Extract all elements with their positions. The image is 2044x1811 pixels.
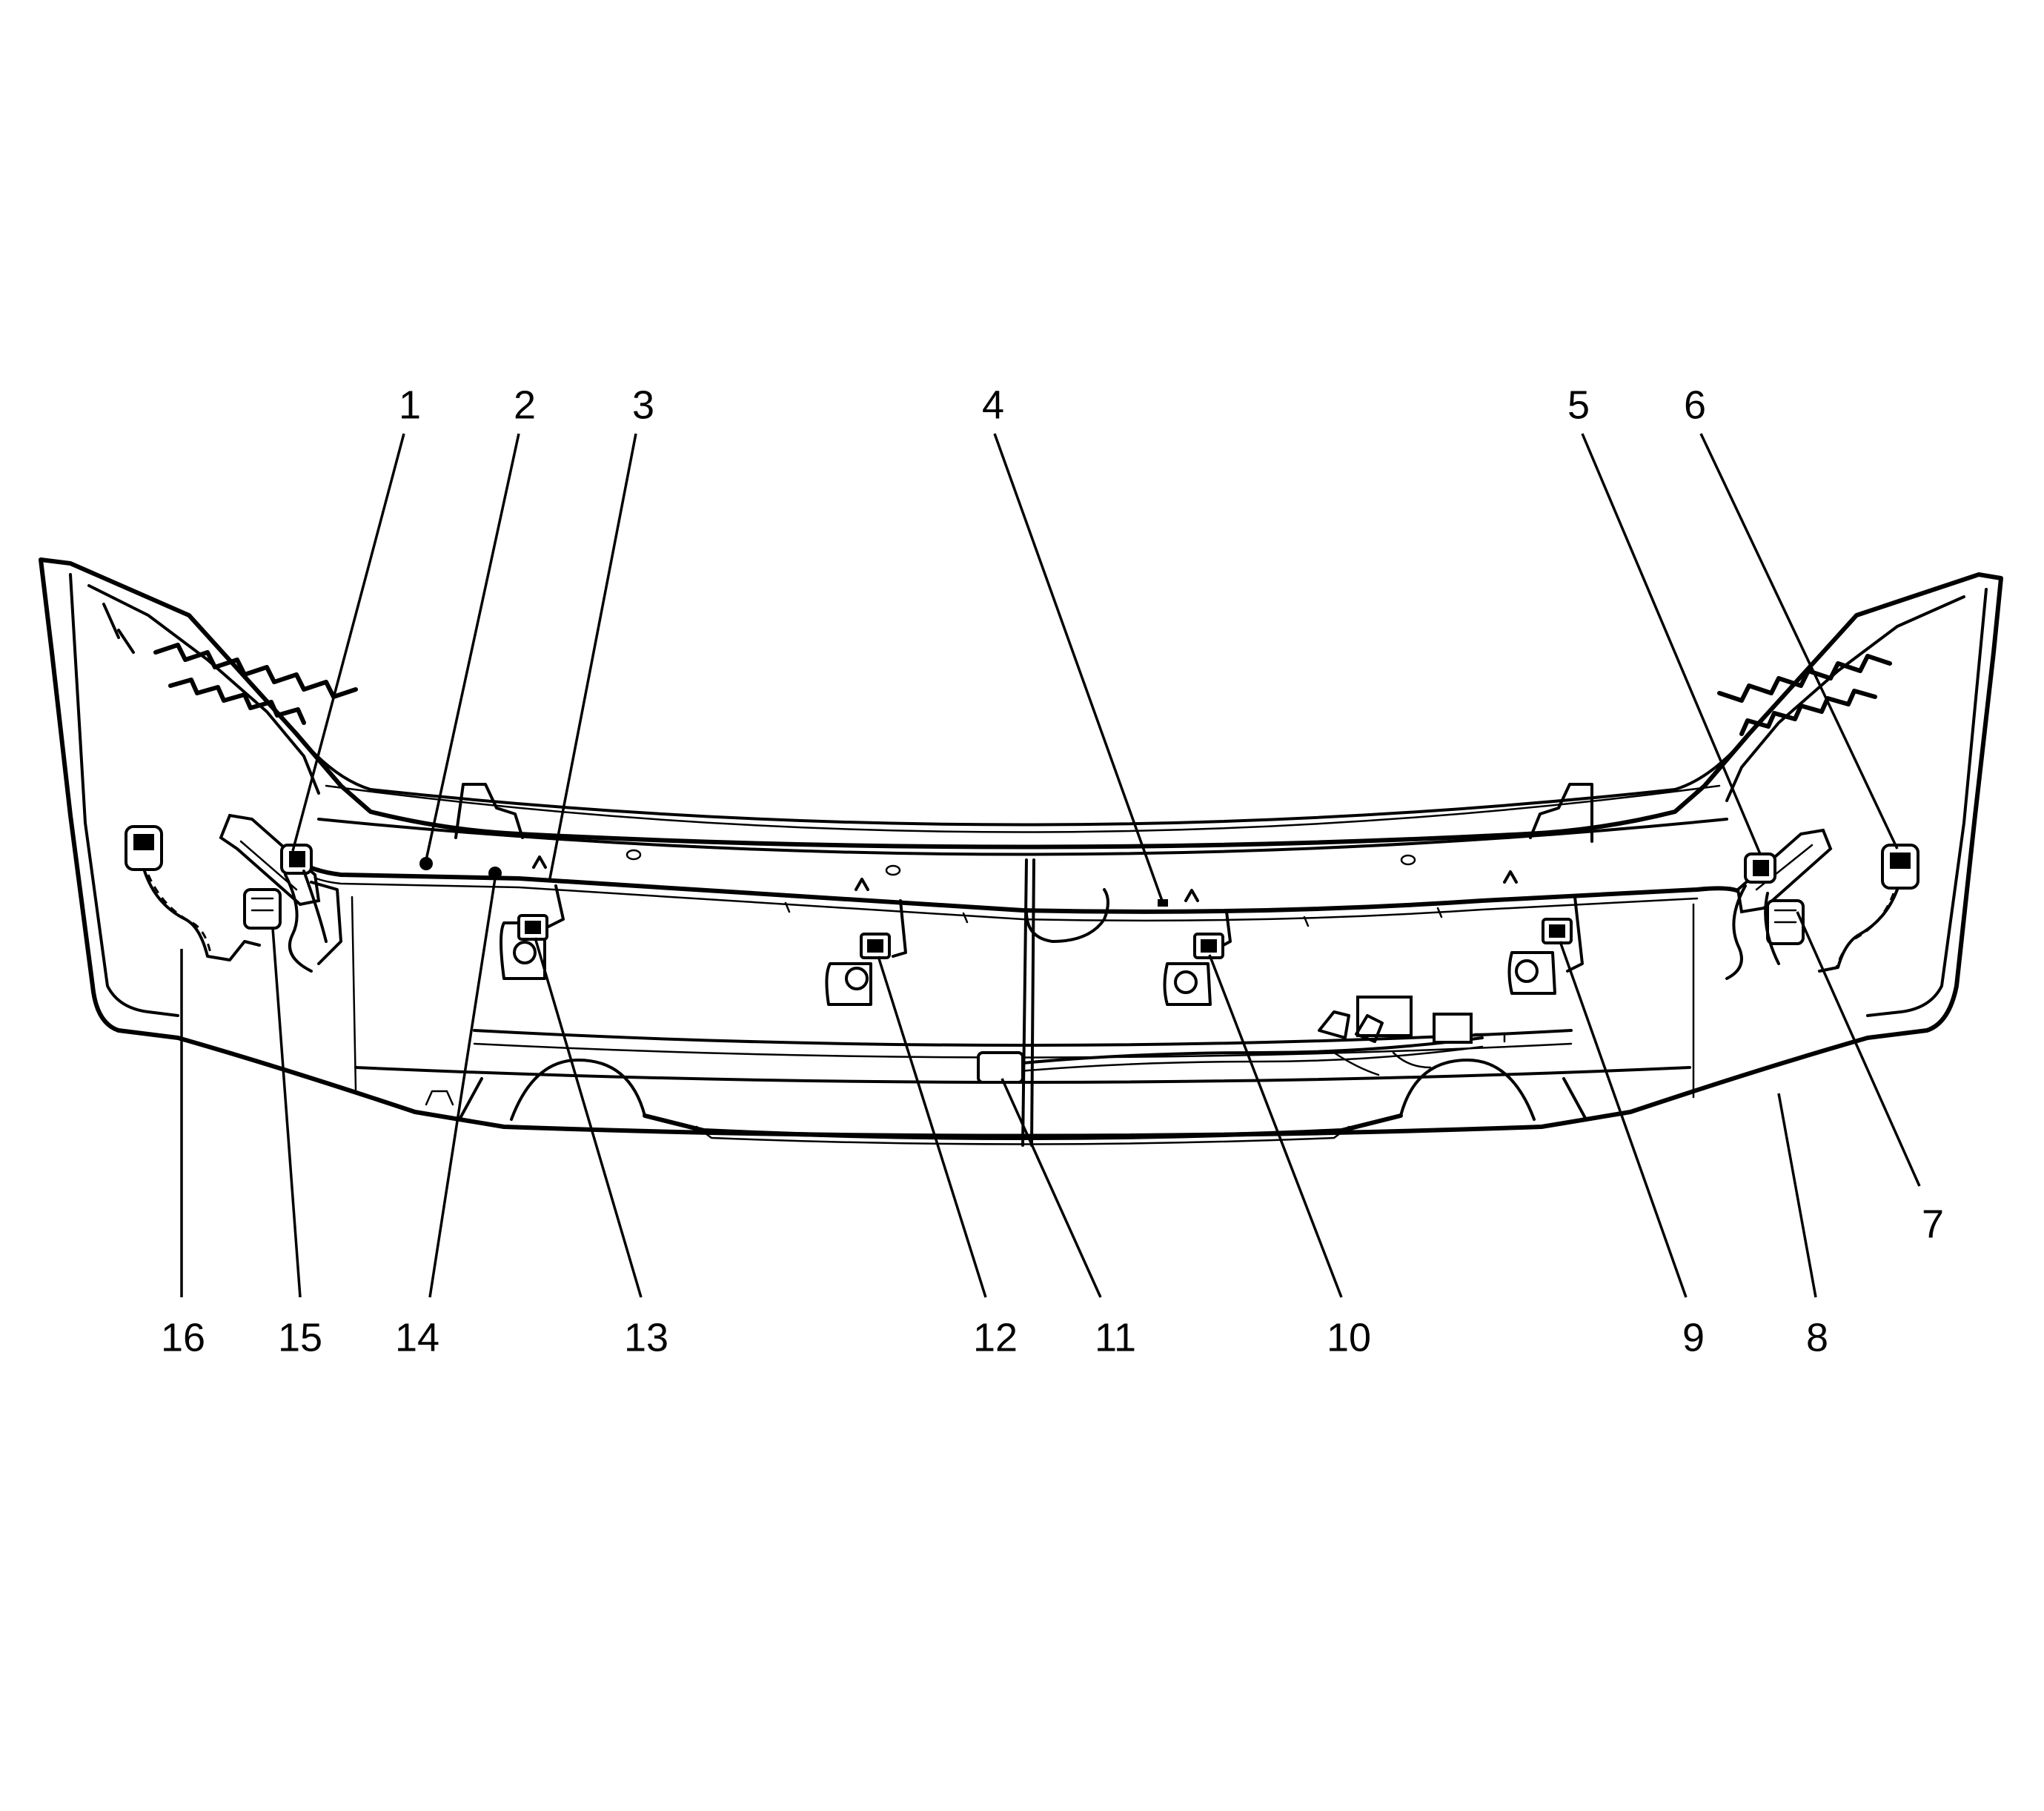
lower-harness: [977, 996, 1506, 1084]
callout-labels: 1 2 3 4 5 6 7 8 9 10 11 12 13 14 15 16: [161, 383, 1944, 1360]
right-wing-vents: [1717, 595, 1965, 802]
park-assist-sensors: [517, 914, 1573, 959]
callout-12: 12: [973, 1315, 1018, 1360]
callout-5: 5: [1567, 383, 1590, 427]
sensor-12: [860, 933, 891, 959]
callout-7: 7: [1922, 1202, 1944, 1246]
callout-6: 6: [1684, 383, 1706, 427]
callout-9: 9: [1682, 1315, 1705, 1360]
callout-14: 14: [395, 1315, 439, 1360]
bumper-fascia: [39, 557, 2003, 1147]
callout-10: 10: [1327, 1315, 1371, 1360]
right-end-assembly: [1725, 828, 1919, 980]
callout-3: 3: [632, 383, 654, 427]
callout-4: 4: [982, 383, 1004, 427]
wiring-harness: [294, 855, 1744, 973]
sensor-10: [1193, 933, 1224, 959]
callout-15: 15: [278, 1315, 322, 1360]
callout-16: 16: [161, 1315, 205, 1360]
callout-11: 11: [1095, 1315, 1136, 1360]
sensor-13: [517, 914, 548, 941]
callout-13: 13: [624, 1315, 668, 1360]
callout-8: 8: [1806, 1315, 1828, 1360]
leader-lines: [180, 433, 1921, 1298]
callout-2: 2: [514, 383, 536, 427]
left-end-assembly: [125, 813, 454, 1106]
callout-1: 1: [399, 383, 421, 427]
left-wing-vents: [87, 584, 358, 795]
sensor-9: [1542, 918, 1573, 944]
